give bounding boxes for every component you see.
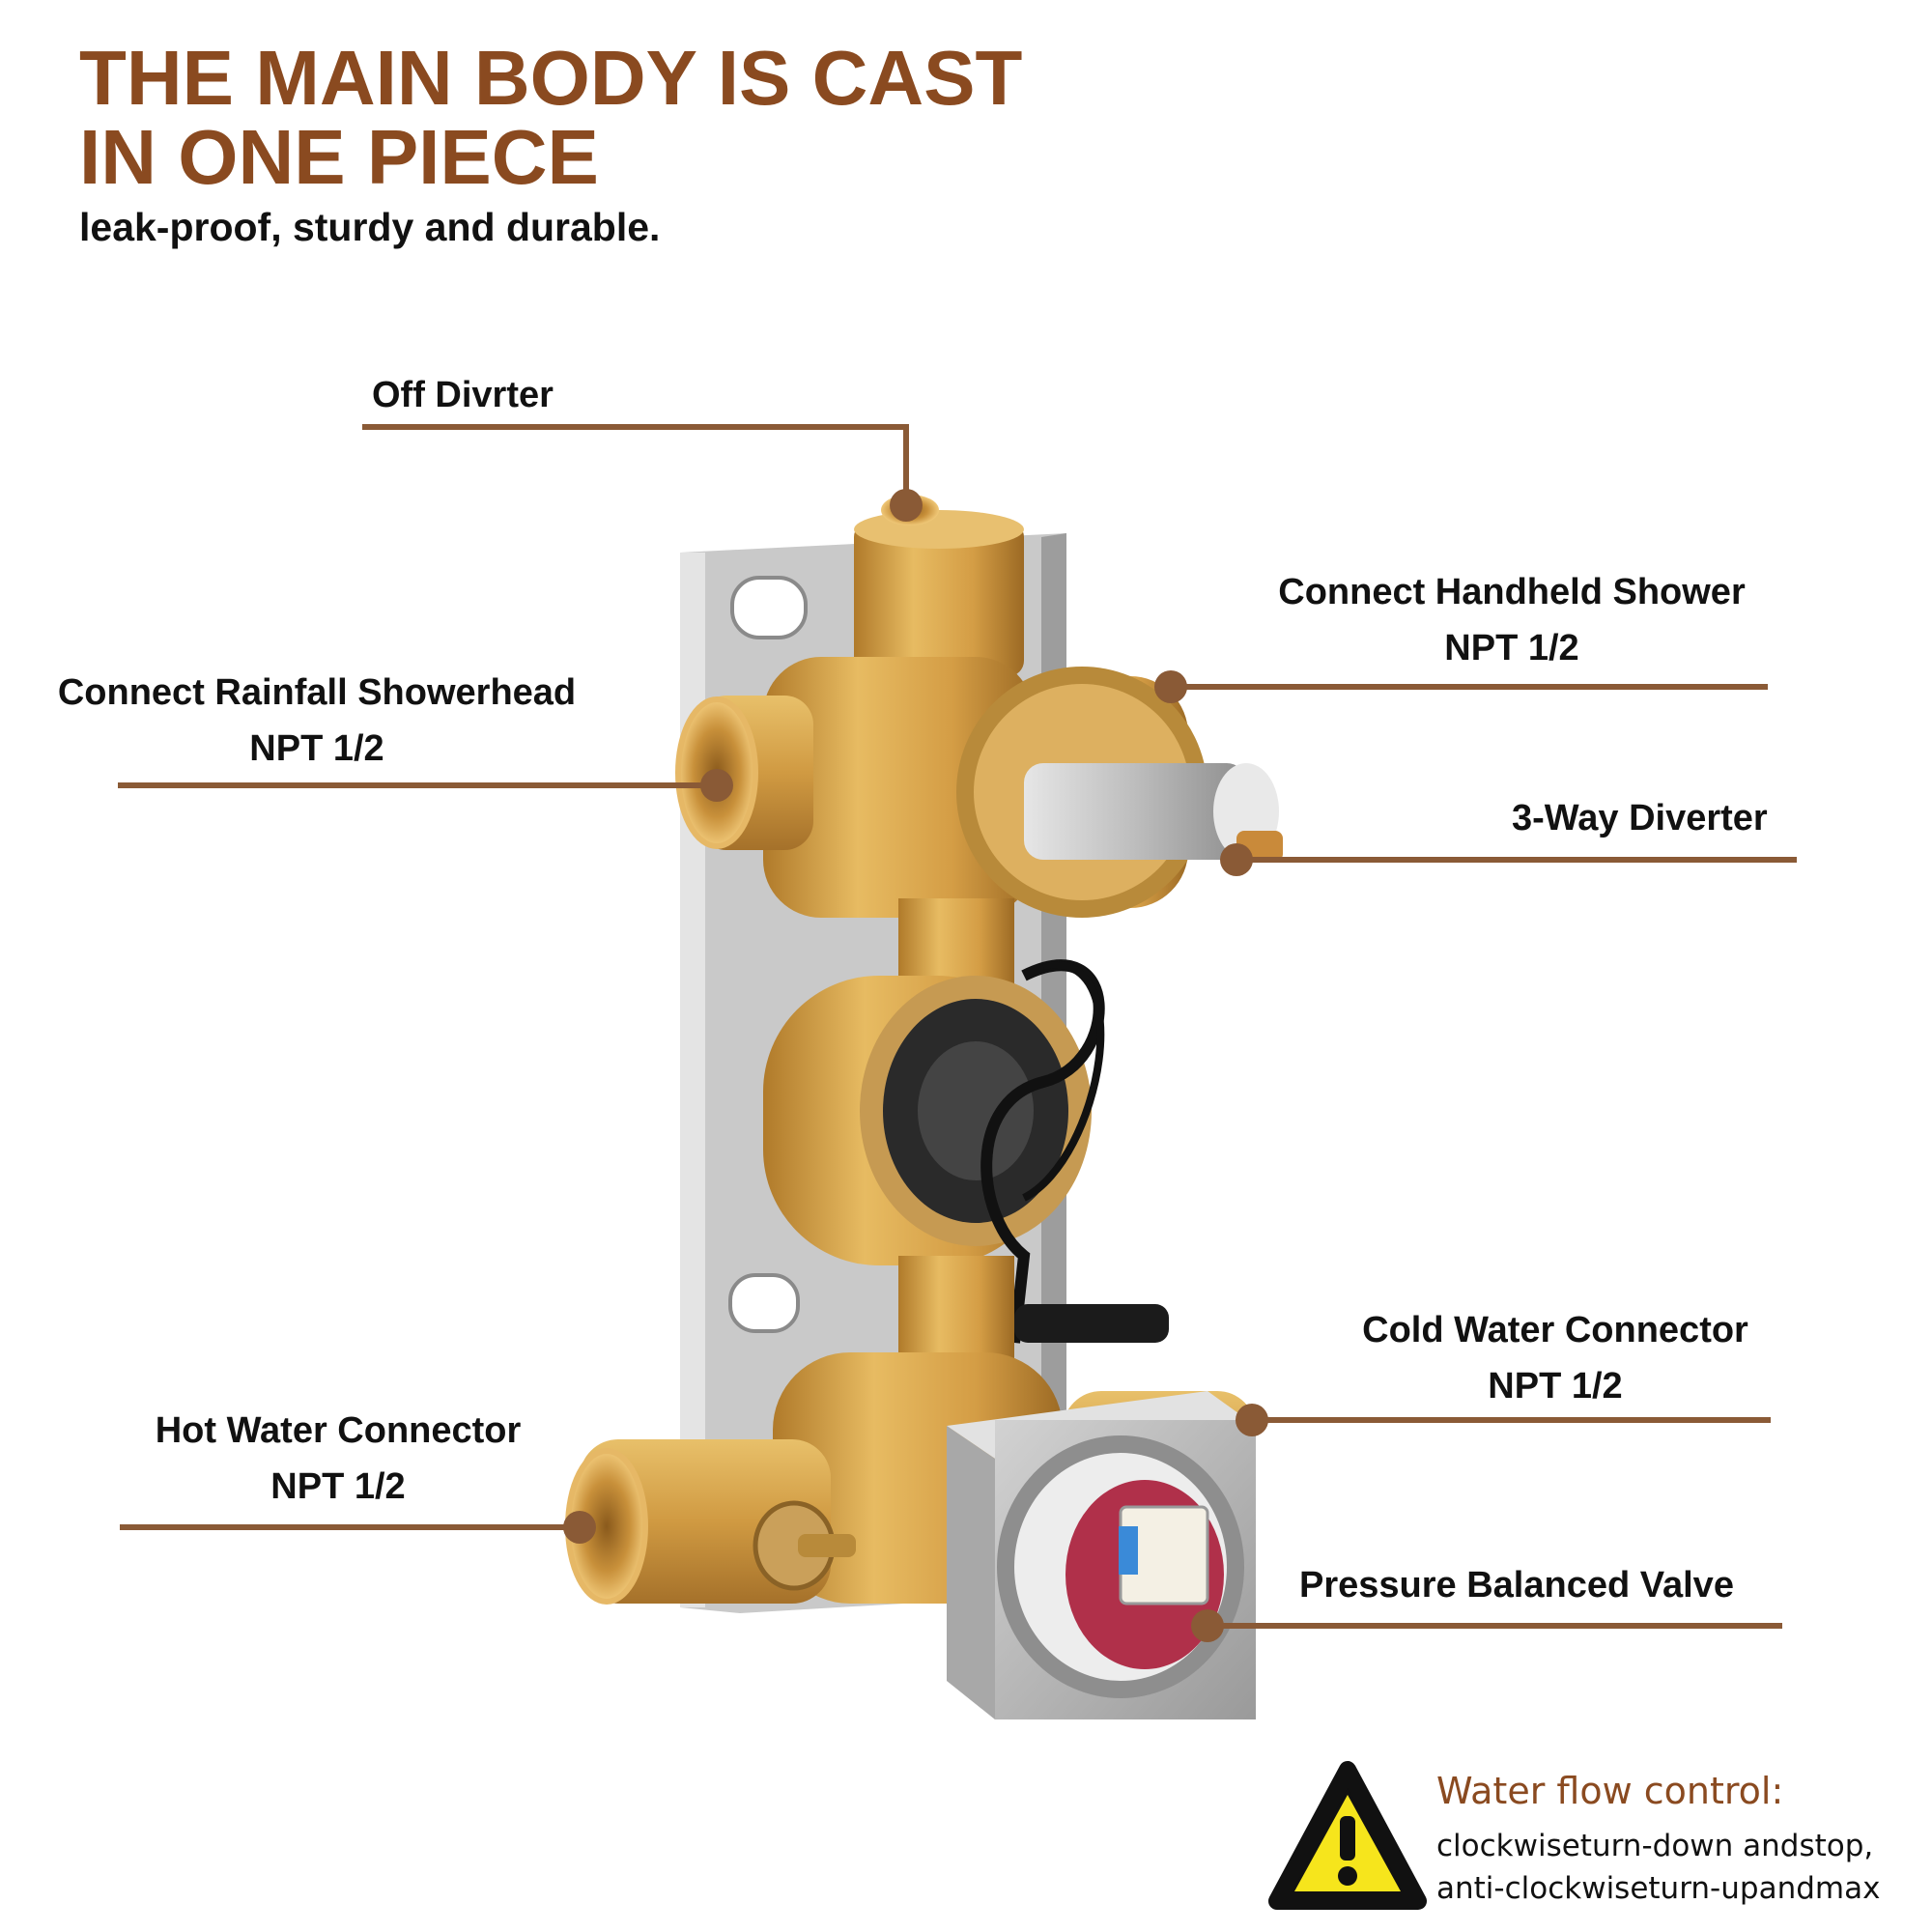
label-off-diverter-text: Off Divrter <box>372 375 554 415</box>
notice-line-2: anti-clockwiseturn-upandmax <box>1436 1871 1881 1906</box>
page-title: THE MAIN BODY IS CAST IN ONE PIECE <box>79 39 1022 197</box>
warning-triangle-icon <box>1268 1761 1427 1910</box>
leader-off-diverter <box>362 424 909 505</box>
leader-dots <box>563 489 1268 1642</box>
label-hot-water-line1: Hot Water Connector <box>155 1410 522 1451</box>
label-three-way-diverter-text: 3-Way Diverter <box>1512 798 1768 838</box>
notice-title: Water flow control: <box>1436 1770 1784 1812</box>
label-pressure-valve-text: Pressure Balanced Valve <box>1299 1565 1734 1605</box>
label-rainfall-showerhead-line1: Connect Rainfall Showerhead <box>57 672 577 713</box>
label-cold-water-line2: NPT 1/2 <box>1488 1366 1623 1406</box>
label-hot-water-line2: NPT 1/2 <box>270 1466 406 1507</box>
label-three-way-diverter: 3-Way Diverter <box>1512 790 1768 846</box>
dot-hot-water <box>563 1511 596 1544</box>
label-cold-water: Cold Water Connector NPT 1/2 <box>1343 1302 1768 1414</box>
dot-cold-water <box>1236 1404 1268 1436</box>
notice-line-1: clockwiseturn-down andstop, <box>1436 1829 1874 1863</box>
pressure-valve-housing <box>947 1391 1256 1719</box>
label-rainfall-showerhead-line2: NPT 1/2 <box>249 728 384 769</box>
label-pressure-valve: Pressure Balanced Valve <box>1299 1557 1734 1613</box>
label-hot-water: Hot Water Connector NPT 1/2 <box>126 1403 551 1515</box>
dot-pressure-valve <box>1191 1609 1224 1642</box>
label-handheld-shower-line1: Connect Handheld Shower <box>1278 572 1746 612</box>
label-cold-water-line1: Cold Water Connector <box>1362 1310 1748 1350</box>
title-line-1: THE MAIN BODY IS CAST <box>79 35 1023 121</box>
dot-rainfall-showerhead <box>700 769 733 802</box>
label-handheld-shower-line2: NPT 1/2 <box>1444 628 1579 668</box>
dot-three-way-diverter <box>1220 843 1253 876</box>
label-off-diverter: Off Divrter <box>372 367 554 423</box>
label-handheld-shower: Connect Handheld Shower NPT 1/2 <box>1246 564 1777 676</box>
page-subtitle: leak-proof, sturdy and durable. <box>79 205 661 249</box>
label-rainfall-showerhead: Connect Rainfall Showerhead NPT 1/2 <box>27 665 607 777</box>
title-line-2: IN ONE PIECE <box>79 114 599 200</box>
leader-lines <box>118 424 1797 1629</box>
dot-off-diverter <box>890 489 923 522</box>
dot-handheld-shower <box>1154 670 1187 703</box>
